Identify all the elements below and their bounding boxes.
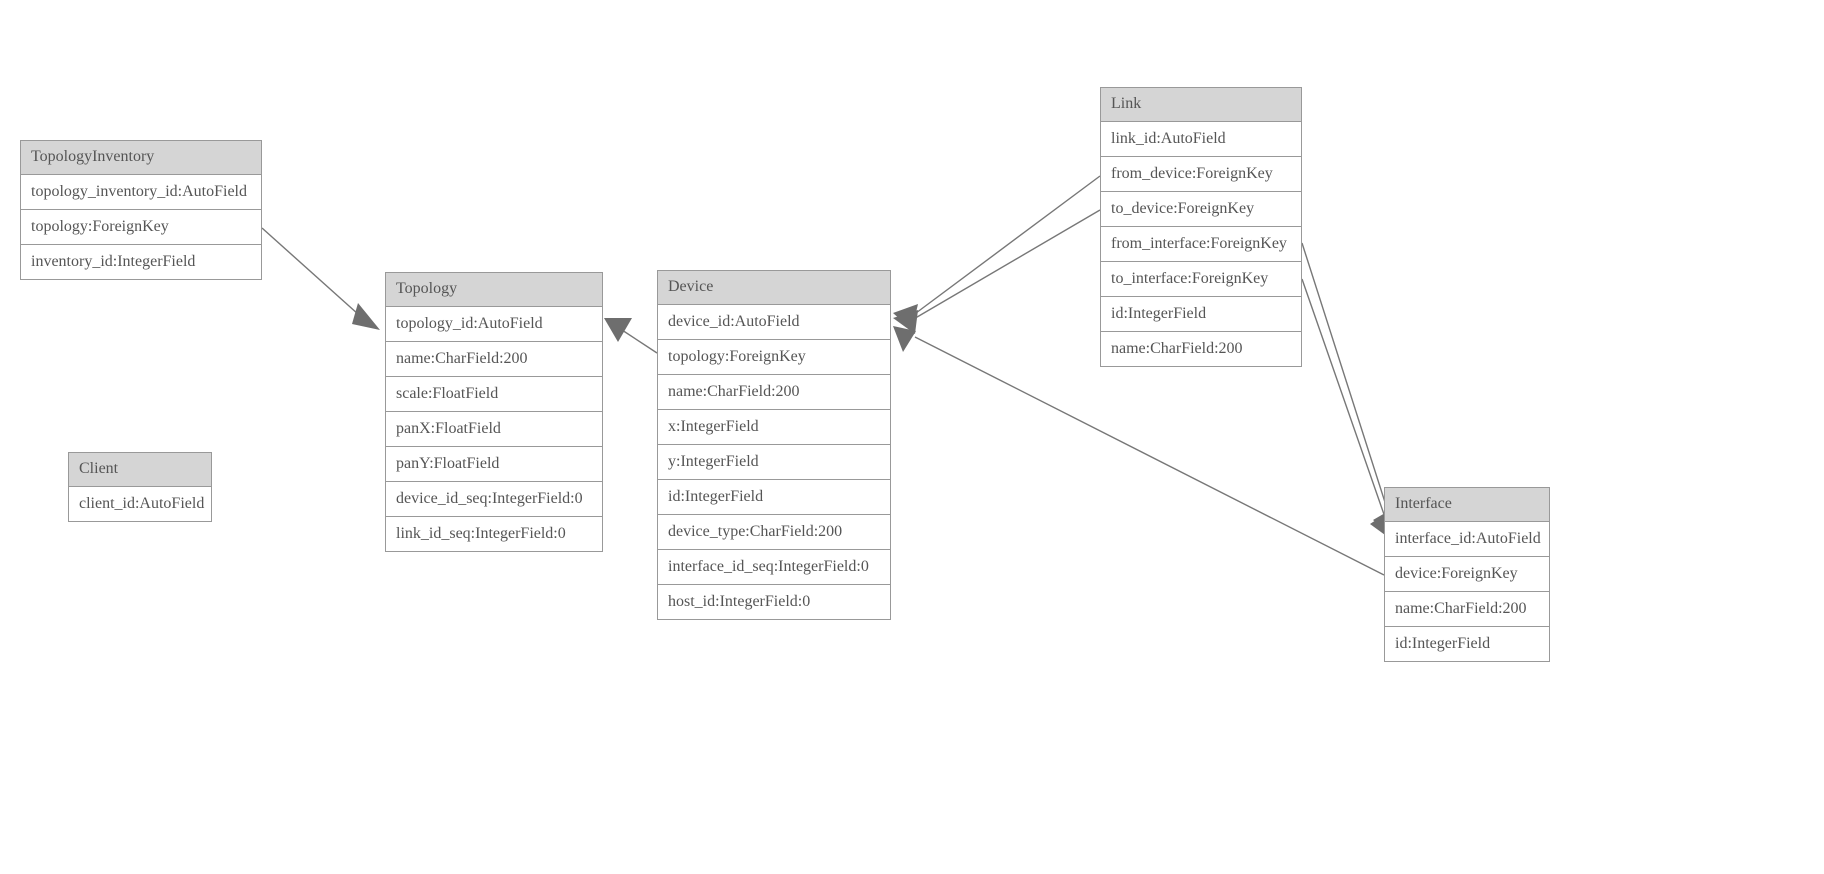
field-row: name:CharField:200 — [386, 342, 602, 377]
field-row: device_type:CharField:200 — [658, 515, 890, 550]
entity-topology-inventory[interactable]: TopologyInventory topology_inventory_id:… — [20, 140, 262, 280]
field-row: name:CharField:200 — [1385, 592, 1549, 627]
field-row: id:IntegerField — [1101, 297, 1301, 332]
entity-title-topology: Topology — [386, 273, 602, 307]
field-row: link_id:AutoField — [1101, 122, 1301, 157]
edge-link-to-interface — [1301, 278, 1396, 543]
field-row: device_id_seq:IntegerField:0 — [386, 482, 602, 517]
entity-client[interactable]: Client client_id:AutoField — [68, 452, 212, 522]
field-row: topology_inventory_id:AutoField — [21, 175, 261, 210]
edge-device-topology — [604, 318, 658, 354]
field-row: to_device:ForeignKey — [1101, 192, 1301, 227]
field-row: topology:ForeignKey — [658, 340, 890, 375]
field-row: scale:FloatField — [386, 377, 602, 412]
field-row: to_interface:ForeignKey — [1101, 262, 1301, 297]
field-row: link_id_seq:IntegerField:0 — [386, 517, 602, 551]
field-row: client_id:AutoField — [69, 487, 211, 521]
field-row: host_id:IntegerField:0 — [658, 585, 890, 619]
field-row: device_id:AutoField — [658, 305, 890, 340]
field-row: topology_id:AutoField — [386, 307, 602, 342]
field-row: device:ForeignKey — [1385, 557, 1549, 592]
entity-device[interactable]: Device device_id:AutoField topology:Fore… — [657, 270, 891, 620]
field-row: inventory_id:IntegerField — [21, 245, 261, 279]
field-row: topology:ForeignKey — [21, 210, 261, 245]
edge-link-to-device — [893, 209, 1101, 334]
field-row: interface_id:AutoField — [1385, 522, 1549, 557]
field-row: interface_id_seq:IntegerField:0 — [658, 550, 890, 585]
edge-topologyinventory-topology — [261, 227, 380, 330]
entity-interface[interactable]: Interface interface_id:AutoField device:… — [1384, 487, 1550, 662]
field-row: y:IntegerField — [658, 445, 890, 480]
field-row: from_interface:ForeignKey — [1101, 227, 1301, 262]
field-row: name:CharField:200 — [658, 375, 890, 410]
field-row: id:IntegerField — [658, 480, 890, 515]
edge-link-from-device — [893, 175, 1101, 330]
entity-topology[interactable]: Topology topology_id:AutoField name:Char… — [385, 272, 603, 552]
field-row: panY:FloatField — [386, 447, 602, 482]
field-row: id:IntegerField — [1385, 627, 1549, 661]
entity-title-link: Link — [1101, 88, 1301, 122]
entity-title-interface: Interface — [1385, 488, 1549, 522]
field-row: x:IntegerField — [658, 410, 890, 445]
entity-title-device: Device — [658, 271, 890, 305]
field-row: name:CharField:200 — [1101, 332, 1301, 366]
field-row: from_device:ForeignKey — [1101, 157, 1301, 192]
entity-title-topology-inventory: TopologyInventory — [21, 141, 261, 175]
field-row: panX:FloatField — [386, 412, 602, 447]
entity-title-client: Client — [69, 453, 211, 487]
entity-link[interactable]: Link link_id:AutoField from_device:Forei… — [1100, 87, 1302, 367]
